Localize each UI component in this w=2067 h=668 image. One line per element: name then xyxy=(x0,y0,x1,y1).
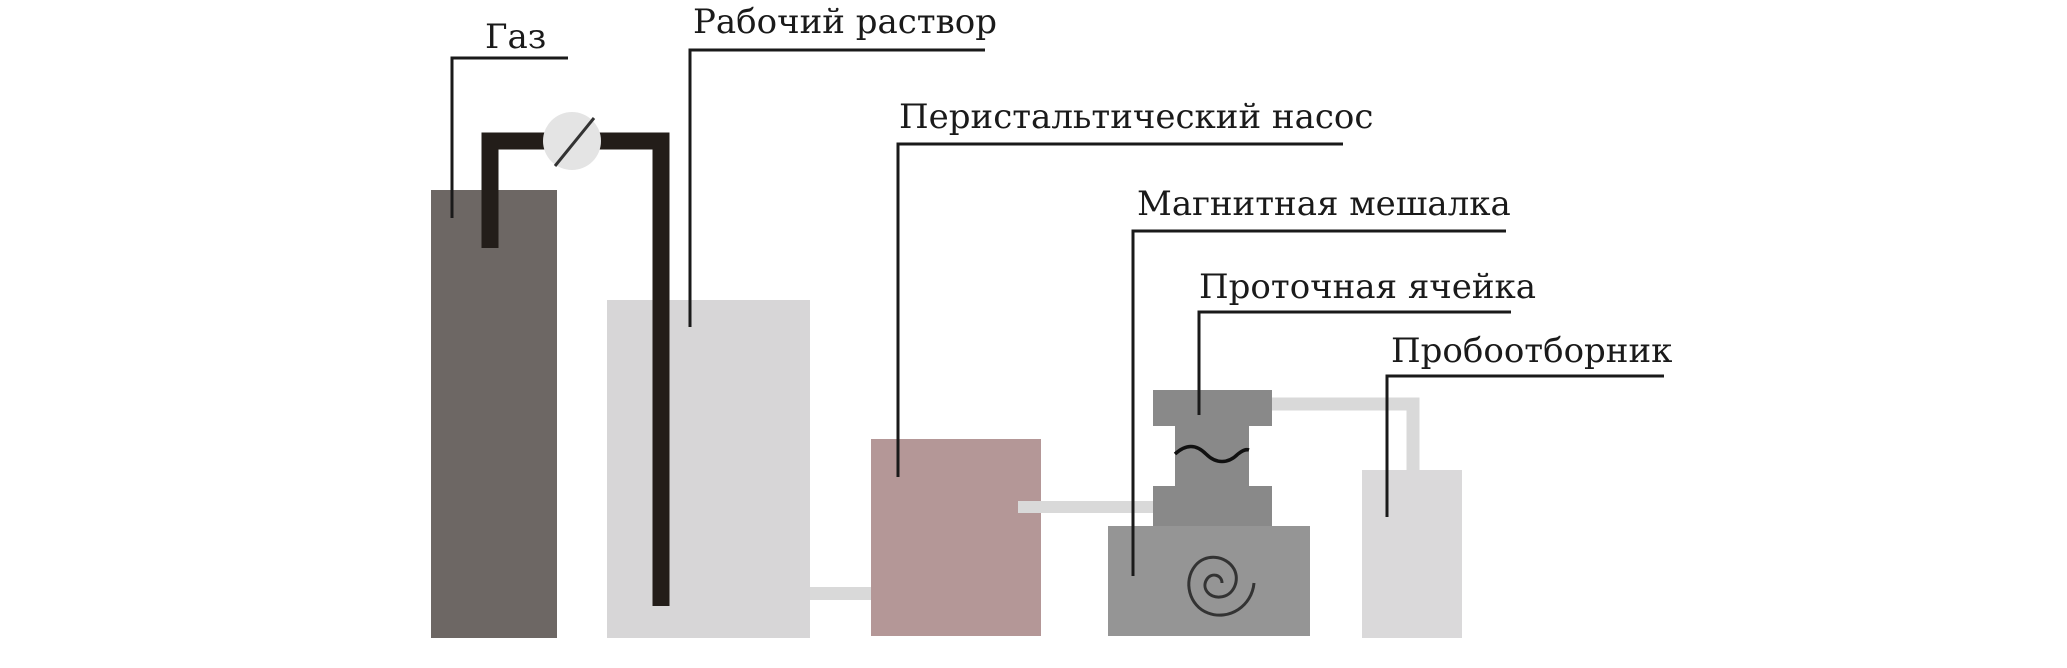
leader-peristaltic-pump xyxy=(896,142,1343,477)
flow-cell-membrane-icon xyxy=(1173,444,1250,464)
label-magnetic-stirrer: Магнитная мешалка xyxy=(1137,184,1511,224)
stirrer-spiral-icon xyxy=(1187,555,1256,617)
label-sampler: Пробоотборник xyxy=(1391,331,1672,371)
label-gas: Газ xyxy=(485,17,546,57)
leader-gas xyxy=(450,56,568,218)
working-solution-tank xyxy=(607,300,810,638)
gas-cylinder xyxy=(431,190,557,638)
magnetic-stirrer xyxy=(1108,526,1310,636)
label-flow-cell: Проточная ячейка xyxy=(1199,267,1536,307)
valve-icon xyxy=(543,112,601,170)
leader-working-solution xyxy=(688,48,985,327)
leader-sampler xyxy=(1385,374,1664,517)
leader-magnetic-stirrer xyxy=(1131,229,1506,576)
label-working-solution: Рабочий раствор xyxy=(693,2,997,42)
tube-pump-to-cell xyxy=(1018,501,1153,513)
sampler xyxy=(1362,470,1462,638)
tube-cell-to-sampler xyxy=(1270,397,1420,472)
leader-flow-cell xyxy=(1197,310,1511,415)
label-peristaltic-pump: Перистальтический насос xyxy=(899,97,1373,137)
